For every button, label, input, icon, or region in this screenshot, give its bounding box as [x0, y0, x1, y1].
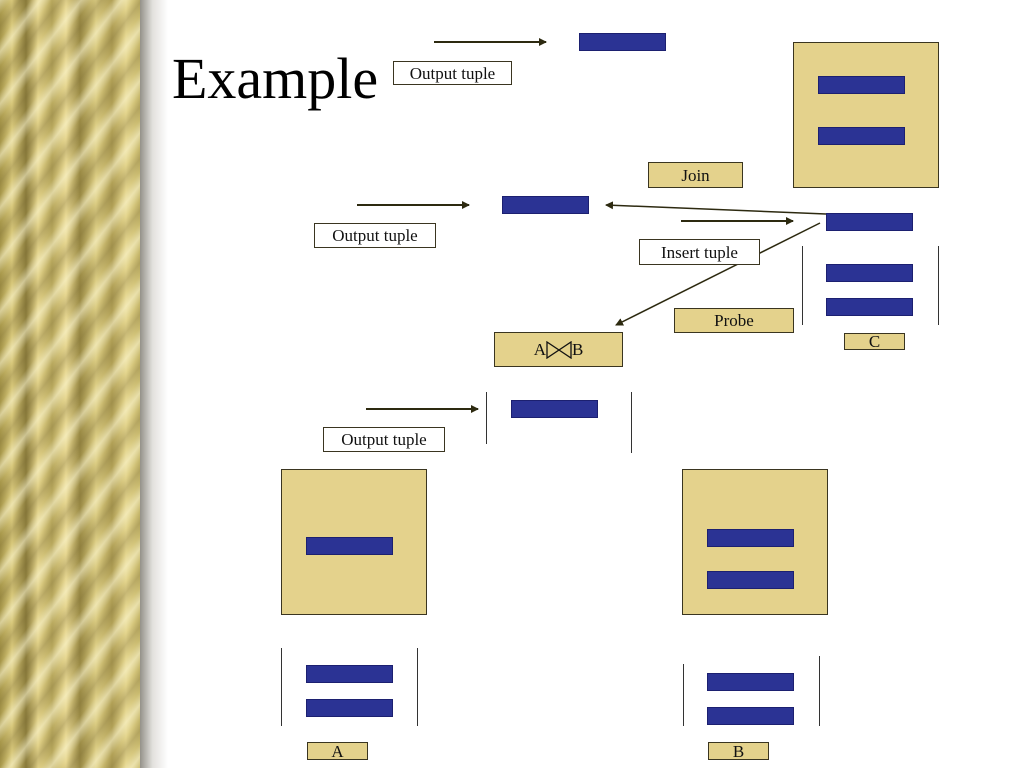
- hash-table-top-right: [793, 42, 939, 188]
- output-tuple-label-mid: Output tuple: [314, 223, 436, 248]
- join-label: Join: [648, 162, 743, 188]
- ab-queue-tuple: [511, 400, 598, 418]
- b-queue-left-border: [683, 664, 684, 726]
- output-tuple-label-top: Output tuple: [393, 61, 512, 85]
- output-tuple-mid: [502, 196, 589, 214]
- slide-title: Example: [172, 46, 379, 111]
- hash-table-tuple-1: [818, 76, 905, 94]
- a-queue-tuple-1: [306, 665, 393, 683]
- output-tuple-label-low: Output tuple: [323, 427, 445, 452]
- a-queue-tuple-2: [306, 699, 393, 717]
- ab-queue-left-border: [486, 392, 487, 444]
- c-queue-tuple-2: [826, 298, 913, 316]
- hash-table-tuple-2: [818, 127, 905, 145]
- a-join-b-label: A B: [494, 332, 623, 367]
- a-stream-label: A: [307, 742, 368, 760]
- b-queue-right-border: [819, 656, 820, 726]
- hash-table-a-tuple: [306, 537, 393, 555]
- c-queue-left-border: [802, 246, 803, 325]
- b-stream-label: B: [708, 742, 769, 760]
- probe-label: Probe: [674, 308, 794, 333]
- c-stream-label: C: [844, 333, 905, 350]
- a-queue-right-border: [417, 648, 418, 726]
- insert-tuple-label: Insert tuple: [639, 239, 760, 265]
- ab-queue-right-border: [631, 392, 632, 453]
- b-queue-tuple-1: [707, 673, 794, 691]
- decorative-rope-border: [0, 0, 140, 768]
- bowtie-join-icon: [546, 340, 572, 359]
- c-queue-tuple-1: [826, 264, 913, 282]
- join-return-arrow: [605, 201, 827, 215]
- c-queue-right-border: [938, 246, 939, 325]
- rope-shadow: [140, 0, 168, 768]
- c-incoming-tuple: [826, 213, 913, 231]
- a-join-b-right: B: [571, 340, 584, 359]
- a-queue-left-border: [281, 648, 282, 726]
- b-queue-tuple-2: [707, 707, 794, 725]
- hash-table-b-tuple-2: [707, 571, 794, 589]
- hash-table-b-tuple-1: [707, 529, 794, 547]
- a-join-b-left: A: [533, 340, 546, 359]
- output-tuple-top: [579, 33, 666, 51]
- probe-arrow: [615, 222, 821, 326]
